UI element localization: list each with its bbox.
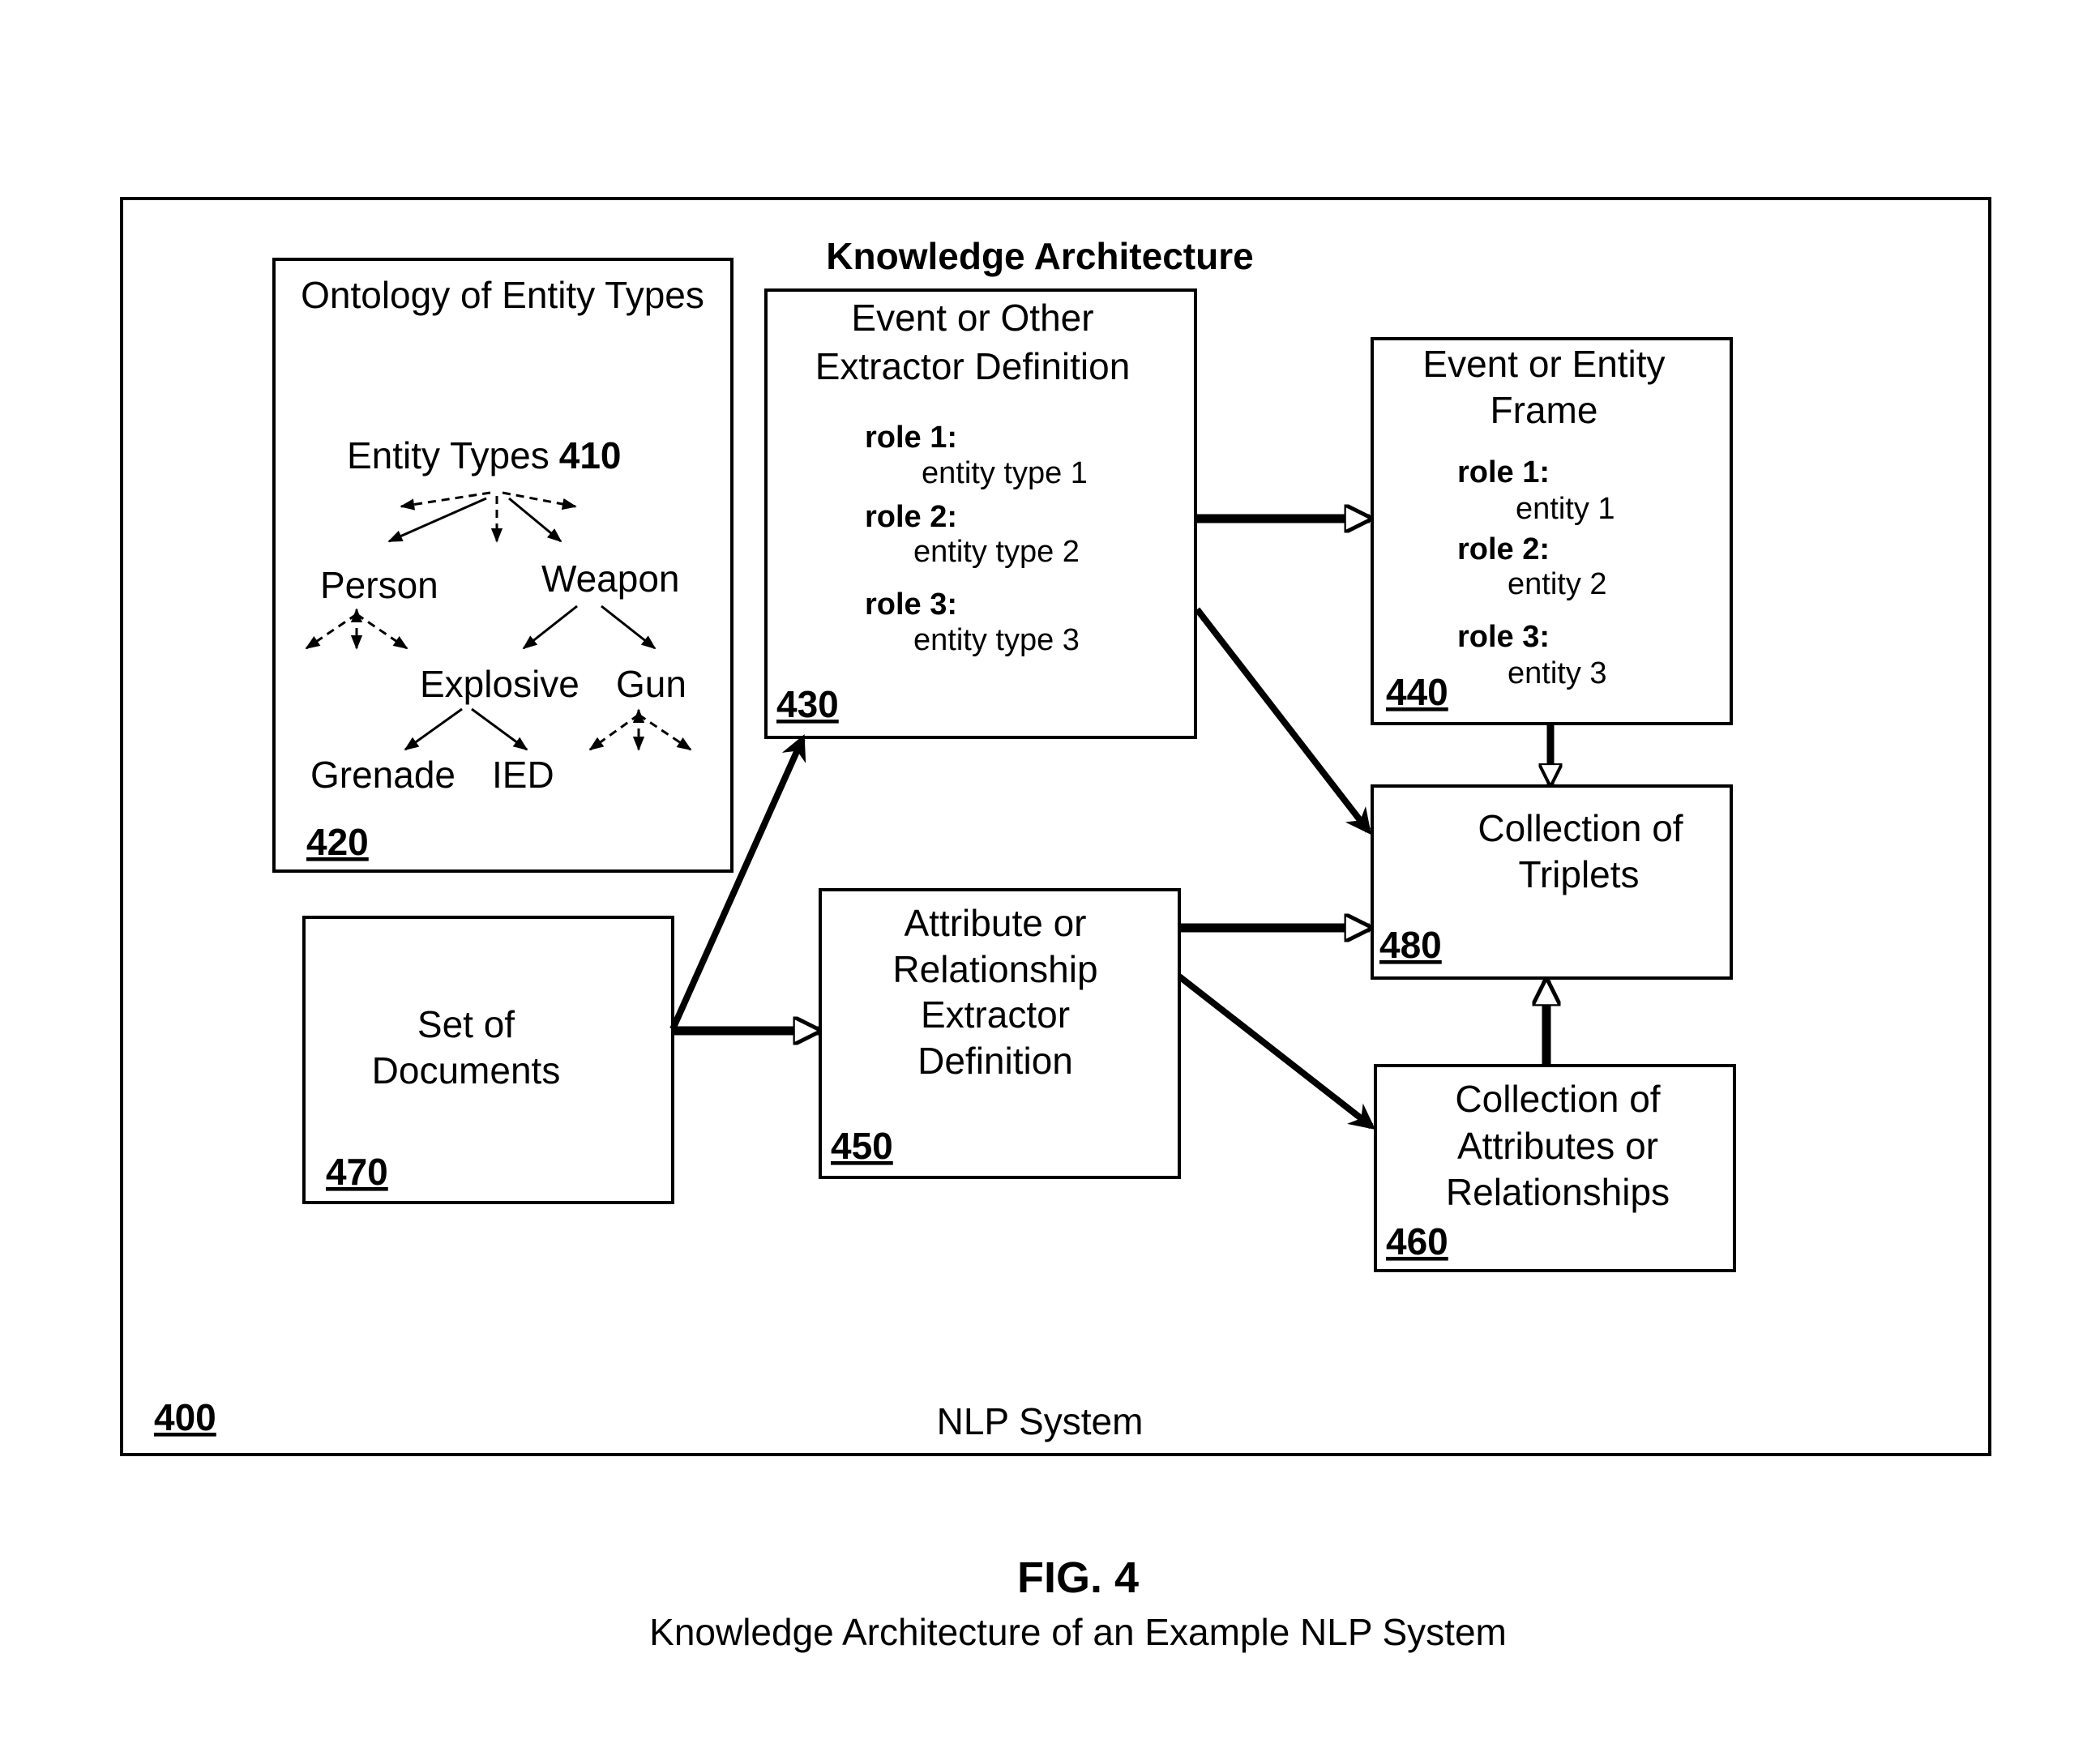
extractor-definition-ref: 430	[776, 683, 839, 725]
extractor-role-1: role 1:	[865, 421, 957, 455]
nlp-system-ref: 400	[154, 1396, 216, 1438]
frame-role-2-value: entity 2	[1508, 567, 1607, 601]
entity-types-root-label: Entity Types	[347, 434, 550, 476]
frame-role-3: role 3:	[1457, 620, 1550, 654]
node-explosive: Explosive	[420, 663, 580, 705]
extractor-role-3-value: entity type 3	[913, 623, 1080, 657]
attribute-collection-label-3: Relationships	[1446, 1171, 1670, 1213]
figure-caption: Knowledge Architecture of an Example NLP…	[649, 1611, 1507, 1653]
extractor-role-1-value: entity type 1	[922, 456, 1088, 490]
nlp-system-label: NLP System	[937, 1400, 1144, 1442]
frame-role-1: role 1:	[1457, 455, 1550, 489]
frame-role-1-value: entity 1	[1516, 492, 1615, 526]
attribute-collection-label-2: Attributes or	[1457, 1125, 1658, 1167]
knowledge-architecture-title: Knowledge Architecture	[826, 235, 1253, 277]
triplets-label-1: Collection of	[1478, 807, 1683, 849]
extractor-role-2: role 2:	[865, 500, 957, 534]
node-gun: Gun	[616, 663, 686, 705]
ontology-ref: 420	[306, 821, 369, 863]
entity-types-root-ref: 410	[559, 434, 622, 476]
extractor-definition-title-1: Event or Other	[851, 297, 1093, 339]
entity-types-root: Entity Types410	[347, 434, 621, 476]
entity-frame-ref: 440	[1386, 671, 1448, 713]
node-ied: IED	[492, 754, 554, 796]
extractor-definition-title-2: Extractor Definition	[815, 345, 1131, 387]
documents-label-2: Documents	[372, 1049, 561, 1092]
attribute-definition-ref: 450	[831, 1125, 893, 1167]
attribute-collection-ref: 460	[1386, 1220, 1448, 1263]
attribute-definition-label-4: Definition	[917, 1040, 1073, 1082]
extractor-role-2-value: entity type 2	[913, 535, 1080, 569]
entity-frame-title-2: Frame	[1491, 389, 1598, 431]
attribute-definition-label-3: Extractor	[921, 993, 1070, 1036]
frame-role-3-value: entity 3	[1508, 656, 1607, 690]
attribute-definition-label-1: Attribute or	[905, 902, 1087, 944]
node-person: Person	[320, 564, 438, 606]
triplets-ref: 480	[1379, 924, 1442, 966]
ontology-title: Ontology of Entity Types	[301, 274, 704, 316]
entity-frame-title-1: Event or Entity	[1422, 343, 1665, 385]
documents-label-1: Set of	[417, 1003, 515, 1045]
triplets-label-2: Triplets	[1518, 853, 1639, 895]
node-grenade: Grenade	[310, 754, 455, 796]
attribute-collection-label-1: Collection of	[1455, 1078, 1660, 1120]
node-weapon: Weapon	[541, 558, 680, 600]
extractor-role-3: role 3:	[865, 587, 957, 622]
documents-ref: 470	[326, 1151, 388, 1193]
attribute-definition-label-2: Relationship	[892, 948, 1097, 990]
figure-number: FIG. 4	[1017, 1553, 1139, 1602]
frame-role-2: role 2:	[1457, 532, 1550, 566]
